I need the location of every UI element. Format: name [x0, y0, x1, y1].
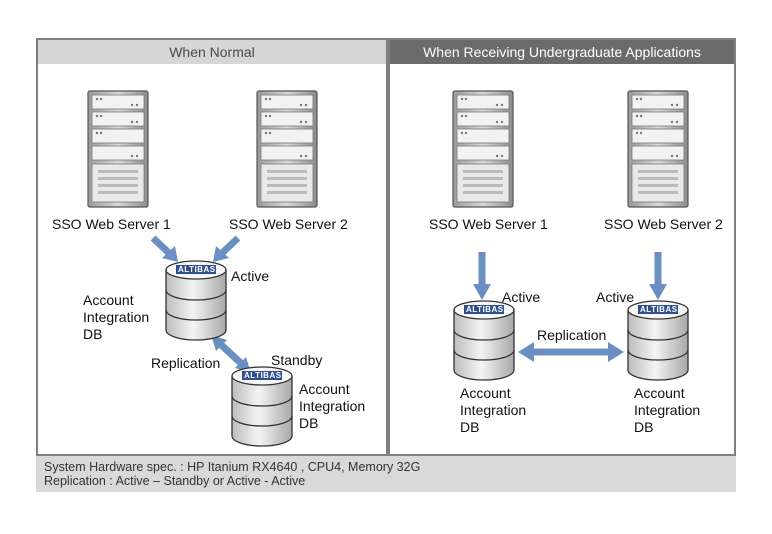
left-replication-label: Replication — [151, 355, 221, 371]
db-brand-label: ALTIBASE — [178, 265, 222, 274]
left-server2-label: SSO Web Server 2 — [229, 216, 348, 232]
db-brand-label: ALTIBASE — [640, 305, 684, 314]
right-server1-label: SSO Web Server 1 — [429, 216, 548, 232]
left-active-status: Active — [231, 268, 270, 284]
arrow-replication-right — [518, 342, 624, 362]
right-replication-label: Replication — [537, 327, 607, 343]
panel-undergrad-title: When Receiving Undergraduate Application… — [390, 40, 734, 64]
server-icon — [87, 90, 149, 208]
arrow-server1-to-active-db — [150, 235, 178, 262]
right-db2-status: Active — [596, 289, 635, 305]
left-active-db-label: Account Integration DB — [83, 292, 150, 342]
right-db1-label: Account Integration DB — [460, 385, 527, 435]
footer-spec: System Hardware spec. : HP Itanium RX464… — [36, 456, 736, 492]
db-brand-label: ALTIBASE — [244, 371, 288, 380]
left-standby-db-label: Account Integration DB — [299, 381, 366, 431]
server-icon — [256, 90, 318, 208]
db-brand-label: ALTIBASE — [466, 305, 510, 314]
left-server1-label: SSO Web Server 1 — [52, 216, 171, 232]
panel-normal-title: When Normal — [38, 40, 386, 64]
arrow-right-server2-to-db — [649, 252, 667, 300]
footer-replication-spec: Replication : Active – Standby or Active… — [44, 474, 306, 488]
arrow-right-server1-to-db — [473, 252, 491, 300]
footer-hardware-spec: System Hardware spec. : HP Itanium RX464… — [44, 460, 421, 474]
right-db2-label: Account Integration DB — [634, 385, 701, 435]
left-standby-status: Standby — [271, 352, 323, 368]
right-db1-status: Active — [502, 289, 541, 305]
arrow-server2-to-active-db — [213, 235, 241, 262]
server-icon — [627, 90, 689, 208]
right-server2-label: SSO Web Server 2 — [604, 216, 723, 232]
server-icon — [452, 90, 514, 208]
